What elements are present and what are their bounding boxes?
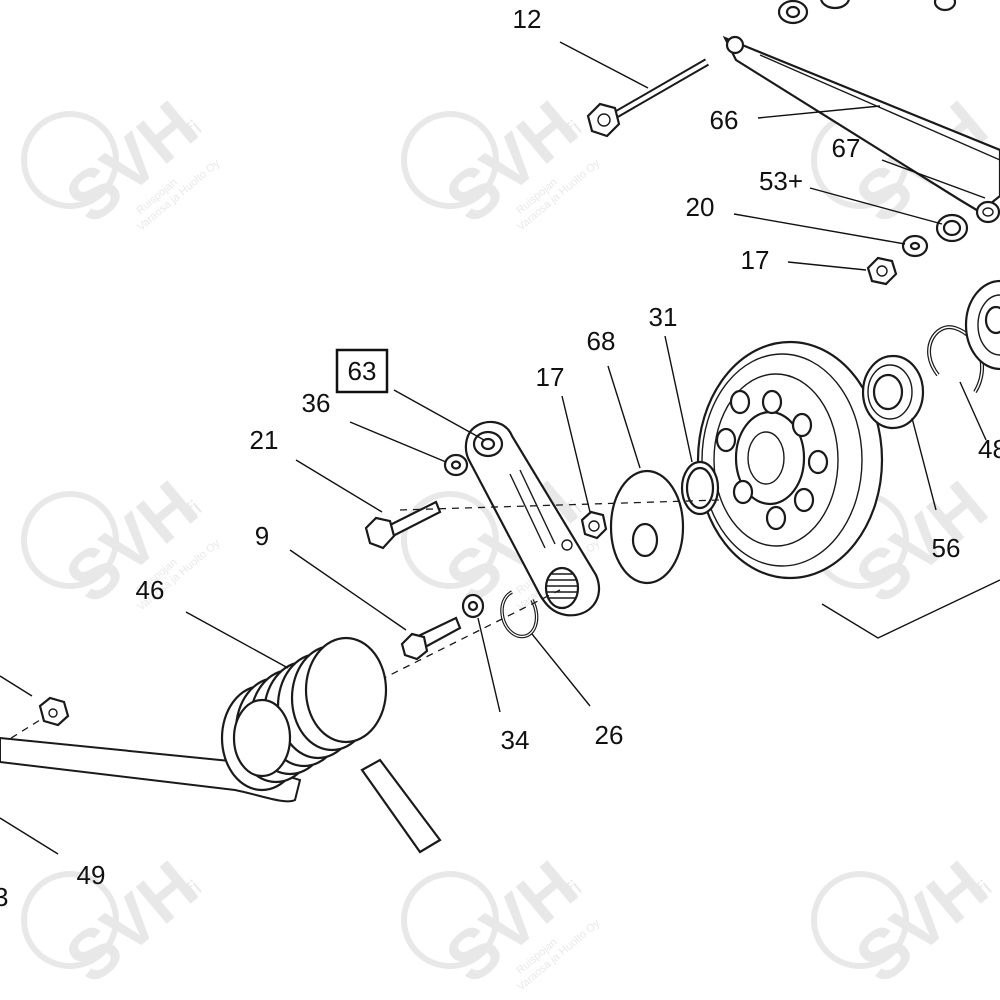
pin-9	[400, 616, 462, 661]
callout-20: 20	[686, 192, 715, 222]
spline-teeth	[547, 573, 577, 599]
callout-66: 66	[710, 105, 739, 135]
washer-68	[609, 469, 685, 585]
callout-63-box: 63	[335, 348, 389, 394]
callout-9: 9	[255, 521, 269, 551]
svg-text:SVH: SVH	[51, 846, 211, 998]
callout-21: 21	[250, 425, 279, 455]
assembly-bracket-line	[821, 579, 1000, 639]
callout-26: 26	[595, 720, 624, 750]
bolt-21	[364, 500, 442, 550]
bearing-right-edge	[964, 279, 1000, 371]
callout-34: 34	[501, 725, 530, 755]
svg-text:SVH: SVH	[51, 86, 211, 238]
callout-67: 67	[832, 133, 861, 163]
callout-17-upper: 17	[741, 245, 770, 275]
svh-watermark-7: SVH .fi	[21, 846, 211, 998]
svg-text:SVH: SVH	[431, 86, 591, 238]
callout-53-plus: 53+	[759, 166, 803, 196]
spring-46	[0, 636, 442, 854]
washer-20	[901, 234, 929, 258]
callout-49: 49	[77, 860, 106, 890]
bolt-12	[586, 58, 709, 138]
svh-watermark-2: SVH .fi Ruispojan Varaosa ja Huolto Oy	[401, 86, 603, 238]
callout-68: 68	[587, 326, 616, 356]
nut-lower-left	[38, 696, 70, 727]
nut-17-lower	[580, 510, 608, 540]
callout-31: 31	[649, 302, 678, 332]
callout-12: 12	[513, 4, 542, 34]
nut-17-upper	[866, 256, 898, 286]
ring-31	[680, 460, 720, 516]
bearing-56	[861, 354, 925, 430]
svh-watermark-8: SVH .fi Ruispojan Varaosa ja Huolto Oy	[401, 846, 603, 998]
axis-line-upper	[399, 499, 721, 511]
circlip-48	[927, 325, 985, 394]
svg-text:SVH: SVH	[51, 466, 211, 618]
callout-48: 48	[978, 434, 1000, 464]
callout-56: 56	[932, 533, 961, 563]
svh-watermark-4: SVH .fi Ruispojan Varaosa ja Huolto Oy	[21, 466, 223, 618]
callout-63: 63	[348, 356, 377, 386]
top-bushing	[777, 0, 957, 25]
callout-46: 46	[136, 575, 165, 605]
bushing-53	[935, 200, 1000, 243]
svg-text:SVH: SVH	[431, 846, 591, 998]
wheel	[696, 340, 884, 580]
washer-36	[443, 453, 469, 477]
callout-36: 36	[302, 388, 331, 418]
svh-watermark-1: SVH .fi Ruispojan Varaosa ja Huolto Oy	[21, 86, 223, 238]
svg-text:SVH: SVH	[841, 846, 1000, 998]
callout-17-lower: 17	[536, 362, 565, 392]
axis-line-left	[0, 719, 41, 746]
leader-lines	[0, 41, 987, 855]
circlip-26	[500, 590, 539, 639]
link-arm-63	[464, 420, 601, 617]
washer-34	[461, 593, 485, 619]
callout-3: 3	[0, 882, 8, 912]
svh-watermark-9: SVH .fi	[811, 846, 1000, 998]
